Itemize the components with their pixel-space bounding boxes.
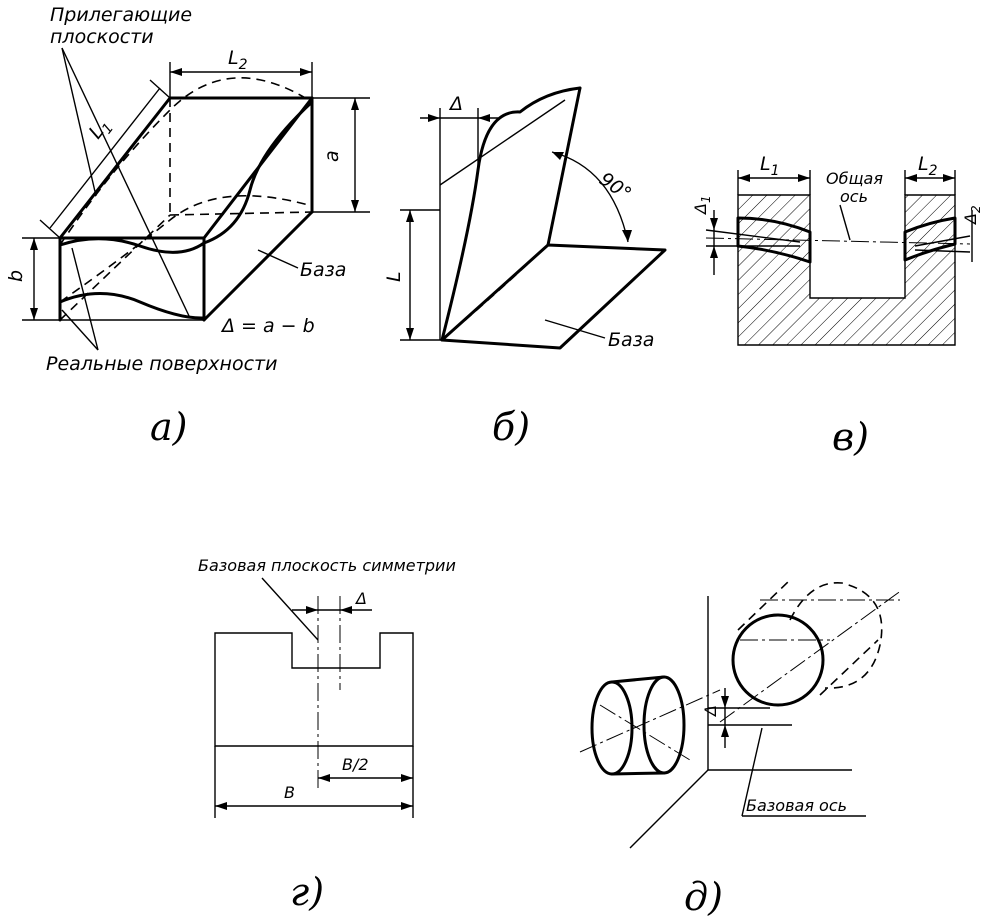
- cylinder-left-end-2: [642, 675, 686, 775]
- base-axis-label: Базовая ось: [746, 796, 847, 815]
- angle-label: 90°: [595, 168, 635, 205]
- adjacent-planes-label-line2: плоскости: [50, 26, 154, 48]
- leader-base-b: [544, 319, 606, 339]
- leader-base-a: [257, 249, 299, 269]
- dim-L1-v-label: L1: [760, 153, 780, 179]
- leader-real-1: [71, 247, 99, 351]
- real-surface-bottom-front: [58, 292, 206, 320]
- dim-delta-b-label: Δ: [448, 93, 463, 115]
- cylinder-left-end-1: [590, 680, 634, 776]
- real-surface-top-right: [202, 100, 314, 245]
- figure-a: Прилегающие плоскости L2 L1: [5, 4, 370, 449]
- leader-symmetry: [261, 577, 319, 641]
- figure-g: Базовая плоскость симметрии Δ B/2 B г): [198, 556, 456, 914]
- common-axis-line: [705, 237, 971, 245]
- adjacent-planes-label-line1: Прилегающие: [50, 4, 192, 26]
- box-edge-bottom-back: [169, 211, 313, 216]
- base-label-a: База: [300, 259, 346, 281]
- base-label-b: База: [608, 329, 654, 351]
- depth-reference-line: [629, 769, 709, 849]
- formula-label: Δ = a − b: [220, 315, 315, 337]
- caption-v: в): [832, 415, 869, 459]
- leader-common-axis: [839, 204, 851, 241]
- dim-delta2-label: Δ2: [961, 205, 983, 226]
- symmetry-plane-label: Базовая плоскость симметрии: [198, 556, 456, 575]
- part-profile-g: [214, 632, 414, 747]
- real-surface-bottom-hidden: [59, 194, 313, 303]
- dim-delta-g-label: Δ: [354, 589, 367, 608]
- real-surface-top-front: [58, 237, 206, 254]
- dim-L1-label: L1: [85, 114, 118, 145]
- adjacent-plane-top: [439, 99, 566, 186]
- dim-L-label: L: [383, 271, 405, 282]
- dim-delta1-label: Δ1: [691, 195, 713, 216]
- left-bore: [736, 216, 812, 264]
- dim-L2-v-label: L2: [918, 153, 938, 179]
- real-vertical-surface: [440, 86, 582, 342]
- caption-b: б): [492, 405, 530, 449]
- caption-d: д): [684, 875, 723, 919]
- common-axis-label-line2: ось: [840, 187, 868, 206]
- figure-d: Δ Базовая ось д): [579, 579, 903, 919]
- left-cylinder-axis: [579, 689, 721, 753]
- caption-a: а): [150, 405, 187, 449]
- right-cylinder-axis: [719, 589, 903, 723]
- box-edge-bottom-hidden: [59, 214, 171, 321]
- dim-B2-label: B/2: [342, 755, 369, 774]
- cylinder-right-far: [789, 582, 883, 689]
- common-axis-label-line1: Общая: [826, 169, 883, 188]
- dim-L1-line: [49, 87, 161, 229]
- leader-base-axis: [741, 727, 763, 817]
- dim-B-label: B: [284, 783, 295, 802]
- caption-g: г): [290, 870, 324, 914]
- leader-real-2: [61, 309, 99, 351]
- dim-L2-label: L2: [228, 47, 248, 73]
- leader-adjacent-1: [61, 47, 97, 197]
- part-body-hatch: [738, 195, 955, 345]
- dim-a-label: a: [321, 150, 343, 162]
- real-vertical-edge: [546, 86, 582, 247]
- figure-v: Общая ось L1 L2 Δ1 Δ2 в): [691, 153, 983, 459]
- leader-adjacent-2: [61, 47, 191, 319]
- angle-arc: [551, 151, 629, 243]
- real-surface-top-hidden: [59, 77, 313, 246]
- dim-delta-d-label: Δ: [701, 705, 720, 718]
- figure-b: Δ 90° L База б): [383, 86, 667, 449]
- real-surfaces-label: Реальные поверхности: [46, 353, 277, 375]
- cylinder-right-near: [731, 613, 825, 707]
- box-edge-bottom-right: [202, 210, 314, 322]
- dim-b-label: b: [5, 270, 27, 282]
